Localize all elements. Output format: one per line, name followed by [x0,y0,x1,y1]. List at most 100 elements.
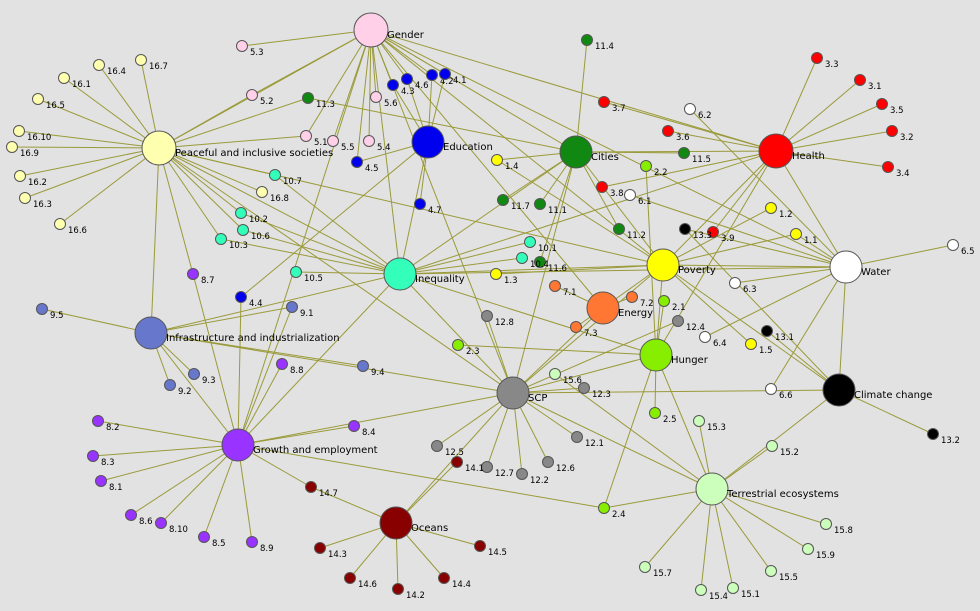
goal-node-peace[interactable]: Peaceful and inclusive societies [141,130,333,166]
target-circle[interactable] [32,93,44,105]
target-node-16.7[interactable]: 16.7 [135,54,168,73]
target-node-13.2[interactable]: 13.2 [927,428,960,447]
target-node-8.5[interactable]: 8.5 [198,531,226,550]
target-node-3.7[interactable]: 3.7 [598,96,626,115]
target-circle[interactable] [344,572,356,584]
target-circle[interactable] [761,325,773,337]
target-circle[interactable] [598,96,610,108]
target-node-8.2[interactable]: 8.2 [92,415,120,434]
target-node-16.8[interactable]: 16.8 [256,186,289,205]
target-circle[interactable] [451,456,463,468]
target-node-14.3[interactable]: 14.3 [314,542,347,561]
target-node-6.3[interactable]: 6.3 [729,277,757,296]
goal-circle[interactable] [559,135,593,169]
target-node-14.5[interactable]: 14.5 [474,540,507,559]
target-circle[interactable] [439,68,451,80]
goal-circle[interactable] [758,133,794,169]
target-node-4.2[interactable]: 4.2 [426,69,454,88]
goal-circle[interactable] [829,250,863,284]
goal-circle[interactable] [822,373,856,407]
target-node-2.2[interactable]: 2.2 [640,160,668,179]
target-node-12.7[interactable]: 12.7 [481,461,514,480]
target-node-11.2[interactable]: 11.2 [613,223,646,242]
target-node-6.2[interactable]: 6.2 [684,103,712,122]
target-circle[interactable] [549,280,561,292]
goal-node-infrastructure[interactable]: Infrastructure and industrialization [134,316,340,350]
target-circle[interactable] [581,34,593,46]
target-circle[interactable] [624,189,636,201]
target-node-3.1[interactable]: 3.1 [854,74,882,93]
target-node-15.2[interactable]: 15.2 [766,440,799,459]
target-node-5.2[interactable]: 5.2 [246,89,274,108]
target-node-14.6[interactable]: 14.6 [344,572,377,591]
target-circle[interactable] [188,368,200,380]
target-circle[interactable] [695,584,707,596]
target-circle[interactable] [693,415,705,427]
target-circle[interactable] [36,303,48,315]
target-node-2.1[interactable]: 2.1 [658,295,686,314]
goal-circle[interactable] [496,376,530,410]
target-circle[interactable] [431,440,443,452]
target-circle[interactable] [790,228,802,240]
target-node-5.1[interactable]: 5.1 [300,130,328,149]
target-node-11.5[interactable]: 11.5 [678,147,711,166]
target-node-5.3[interactable]: 5.3 [236,40,264,59]
target-circle[interactable] [886,125,898,137]
target-circle[interactable] [256,186,268,198]
target-node-8.4[interactable]: 8.4 [348,420,376,439]
target-node-1.3[interactable]: 1.3 [490,268,518,287]
target-circle[interactable] [164,379,176,391]
target-circle[interactable] [87,450,99,462]
target-circle[interactable] [13,125,25,137]
target-circle[interactable] [876,98,888,110]
target-circle[interactable] [765,383,777,395]
goal-circle[interactable] [353,12,389,48]
target-circle[interactable] [672,315,684,327]
target-circle[interactable] [95,475,107,487]
target-node-12.8[interactable]: 12.8 [481,310,514,329]
target-circle[interactable] [534,256,546,268]
target-node-1.1[interactable]: 1.1 [790,228,818,247]
target-node-11.4[interactable]: 11.4 [581,34,614,53]
target-circle[interactable] [125,509,137,521]
target-node-4.6[interactable]: 4.6 [401,73,429,92]
target-circle[interactable] [187,268,199,280]
target-circle[interactable] [481,461,493,473]
target-node-5.5[interactable]: 5.5 [327,135,355,154]
target-circle[interactable] [54,218,66,230]
target-circle[interactable] [58,72,70,84]
target-circle[interactable] [305,481,317,493]
target-node-4.4[interactable]: 4.4 [235,291,263,310]
target-circle[interactable] [414,198,426,210]
target-node-16.2[interactable]: 16.2 [14,170,47,189]
target-circle[interactable] [348,420,360,432]
target-node-5.6[interactable]: 5.6 [370,91,398,110]
target-circle[interactable] [570,321,582,333]
target-circle[interactable] [679,223,691,235]
goal-node-scp[interactable]: SCP [496,376,547,410]
target-circle[interactable] [314,542,326,554]
target-node-15.5[interactable]: 15.5 [765,565,798,584]
target-node-12.4[interactable]: 12.4 [672,315,705,334]
target-circle[interactable] [882,161,894,173]
target-node-8.3[interactable]: 8.3 [87,450,115,469]
target-circle[interactable] [363,135,375,147]
target-node-8.6[interactable]: 8.6 [125,509,153,528]
target-circle[interactable] [246,536,258,548]
target-circle[interactable] [649,407,661,419]
target-node-2.4[interactable]: 2.4 [598,502,626,521]
target-circle[interactable] [802,543,814,555]
target-circle[interactable] [640,160,652,172]
target-node-16.1[interactable]: 16.1 [58,72,91,91]
goal-node-hunger[interactable]: Hunger [639,338,709,372]
target-node-6.1[interactable]: 6.1 [624,189,652,208]
target-node-14.1[interactable]: 14.1 [451,456,484,475]
target-node-4.1[interactable]: 4.1 [439,68,467,87]
target-node-4.3[interactable]: 4.3 [387,79,415,98]
target-node-13.3[interactable]: 13.3 [679,223,712,242]
target-circle[interactable] [678,147,690,159]
target-node-10.5[interactable]: 10.5 [290,266,323,285]
target-node-10.1[interactable]: 10.1 [524,236,557,255]
goal-node-health[interactable]: Health [758,133,825,169]
target-circle[interactable] [276,358,288,370]
